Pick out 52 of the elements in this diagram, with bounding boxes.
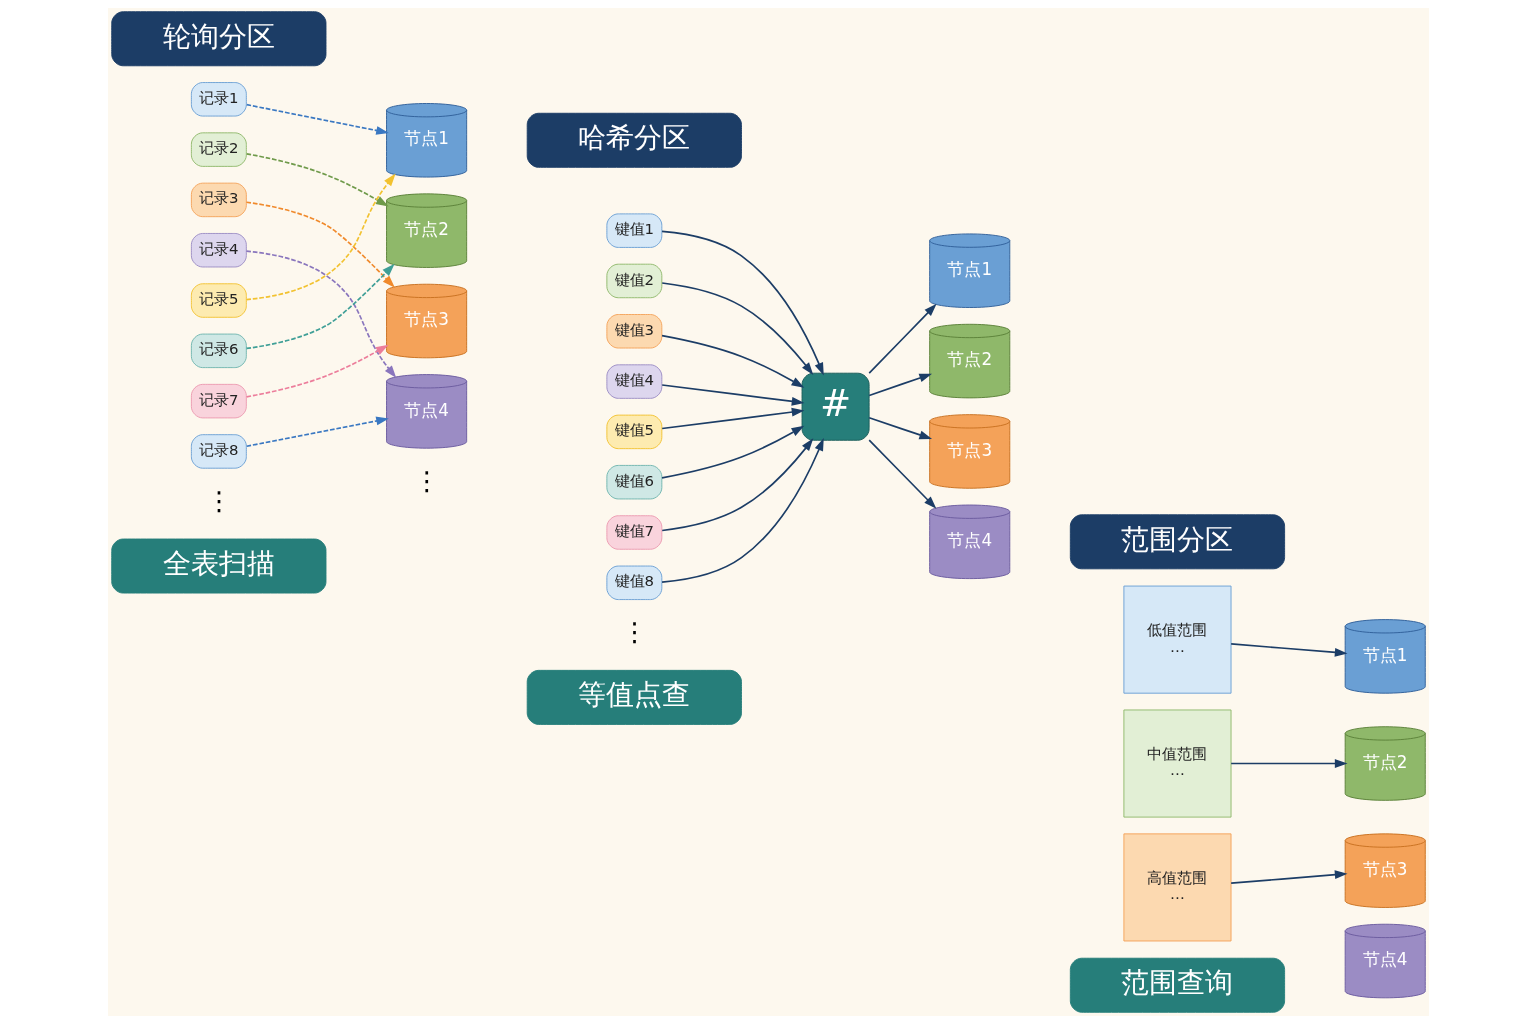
label: ⋮: [620, 617, 647, 648]
arrow: [1229, 759, 1348, 768]
node-box: #: [801, 372, 870, 441]
node-box: 键值3: [605, 314, 662, 349]
label: ⋮: [205, 486, 232, 517]
node-box: 等值点查: [526, 669, 742, 725]
node-box: 记录1: [190, 82, 247, 117]
arrow: [660, 438, 813, 532]
node-box: 键值1: [605, 213, 662, 248]
node-box: 键值7: [605, 515, 662, 550]
node-box: 记录6: [190, 333, 247, 369]
arrow: [867, 303, 937, 374]
node-box: 哈希分区: [526, 112, 742, 168]
arrow: [245, 103, 389, 135]
node-box: 记录5: [190, 283, 247, 318]
arrow: [660, 425, 804, 479]
node-box: 键值6: [605, 464, 662, 500]
arrow: [245, 173, 396, 301]
node-box: 记录7: [190, 383, 247, 419]
arrow: [660, 230, 824, 376]
arrow: [660, 438, 824, 583]
node-box: 记录2: [190, 132, 247, 167]
node-box: 高值范围 …: [1122, 833, 1231, 942]
node-box: 键值4: [605, 364, 662, 399]
node-box: 范围查询: [1069, 957, 1285, 1013]
node-box: 轮询分区: [110, 11, 326, 67]
node-box: 范围分区: [1069, 514, 1285, 570]
arrow: [867, 416, 932, 440]
node-box: 低值范围 …: [1122, 585, 1231, 694]
arrow: [245, 263, 395, 350]
arrow: [867, 439, 936, 509]
node-box: 键值2: [605, 263, 662, 299]
node-box: 中值范围 …: [1122, 709, 1231, 818]
arrow: [660, 384, 804, 406]
node-box: 记录8: [190, 434, 247, 469]
arrow: [660, 334, 804, 388]
arrow: [1229, 870, 1348, 884]
node-box: 记录4: [190, 233, 247, 268]
node-box: 键值8: [605, 565, 662, 601]
arrow: [245, 201, 395, 288]
arrow: [245, 416, 389, 448]
arrow: [660, 407, 804, 430]
arrow: [245, 344, 389, 398]
arrow: [245, 153, 389, 207]
arrow: [867, 373, 932, 397]
arrow: [245, 250, 396, 379]
arrow: [660, 282, 813, 376]
node-box: 全表扫描: [110, 538, 326, 594]
node-box: 键值5: [605, 414, 662, 450]
label: ⋮: [413, 465, 440, 496]
node-box: 记录3: [190, 182, 247, 218]
arrow: [1229, 643, 1348, 657]
